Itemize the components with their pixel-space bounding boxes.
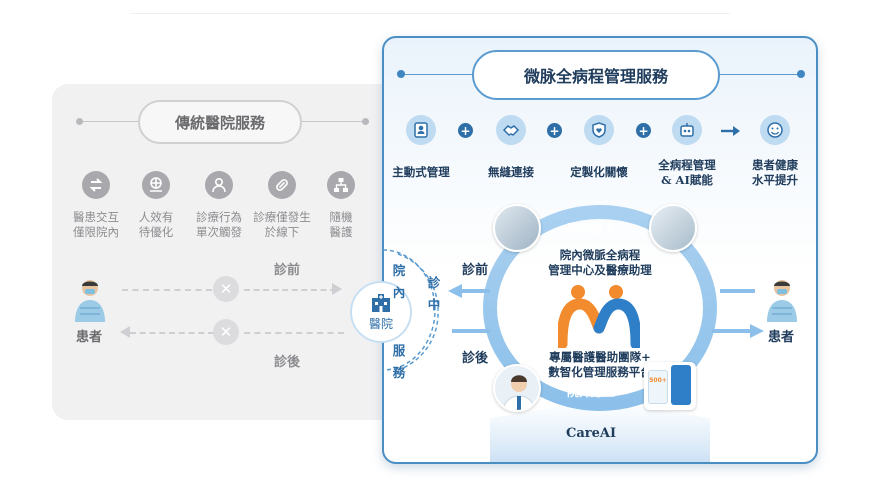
dash-after-right	[244, 332, 344, 334]
after-label-blue: 診後	[462, 351, 489, 366]
issue-text-1: 醫患交互 僅限院內	[73, 210, 119, 239]
center-top-text: 院內微脈全病程 管理中心及醫療助理	[548, 248, 652, 277]
handshake-icon	[496, 115, 526, 145]
smile-icon	[760, 115, 790, 145]
clinic-photo-left	[493, 204, 541, 252]
title-rule-right-blue	[720, 74, 800, 75]
title-rule-left	[80, 121, 138, 122]
step-text-4: 全病程管理 & AI賦能	[658, 158, 716, 187]
brand-name: CareAI	[566, 426, 617, 441]
vertical-char: 服	[392, 343, 406, 358]
arrows-exchange-icon	[82, 171, 110, 199]
patient-label-right: 患者	[768, 330, 795, 345]
clinic-photo-right	[649, 204, 697, 252]
title-rule-right	[302, 121, 364, 122]
vertical-label-in-visit: 診中	[427, 272, 441, 316]
person-icon	[205, 171, 233, 199]
heart-shield-icon	[584, 115, 614, 145]
before-label-grey: 診前	[274, 263, 301, 278]
micro-service-panel	[382, 36, 818, 464]
vertical-label-service: 服務	[392, 340, 406, 384]
step-text-3: 定製化關懷	[570, 165, 628, 179]
vertical-char: 務	[392, 365, 406, 380]
app-badge: 500+	[648, 370, 668, 404]
hospital-label: 醫院	[368, 316, 393, 331]
dash-before-right	[244, 289, 336, 291]
vertical-char: 內	[392, 285, 406, 300]
person-badge-icon	[406, 115, 436, 145]
pill-icon	[268, 171, 296, 199]
arrowhead-after	[120, 326, 130, 338]
issue-text-5: 隨機 醫護	[329, 210, 353, 239]
vertical-label-inpatient: 院內	[392, 260, 406, 304]
plus-icon-2: +	[547, 123, 562, 138]
patient-figure-left	[70, 278, 110, 326]
title-dot-right-blue	[797, 70, 805, 78]
plus-icon-3: +	[636, 123, 651, 138]
doctor-avatar	[493, 364, 541, 412]
blocked-x-icon-before: ✕	[213, 276, 239, 302]
bottom-ring-label: 院外線上	[567, 385, 616, 399]
title-rule-left-blue	[402, 74, 472, 75]
dash-after-left	[130, 332, 214, 334]
center-bottom-text: 專屬醫護醫助團隊+ 數智化管理服務平台	[548, 350, 652, 379]
blocked-x-icon-after: ✕	[213, 319, 239, 345]
top-ring-label: 院內線下	[567, 222, 616, 236]
arrowhead-before	[332, 283, 342, 295]
step-text-5: 患者健康 水平提升	[752, 158, 798, 187]
issue-text-3: 診療行為 單次觸發	[196, 210, 242, 239]
network-icon	[327, 171, 355, 199]
hospital-node: 醫院	[350, 281, 412, 343]
traditional-title: 傳統醫院服務	[138, 100, 302, 144]
issue-text-4: 診療僅發生 於線下	[253, 210, 311, 239]
faded-top-header	[130, 0, 730, 14]
step-text-1: 主動式管理	[392, 165, 450, 179]
title-dot-right	[362, 118, 369, 125]
title-dot-left	[76, 118, 83, 125]
after-label-grey: 診後	[274, 355, 301, 370]
hospital-icon	[372, 293, 390, 312]
issue-text-2: 人效有 待優化	[138, 210, 174, 239]
plus-icon-1: +	[458, 123, 473, 138]
brand-logo-icon	[556, 282, 642, 352]
phone-screen	[671, 365, 691, 405]
micro-service-title: 微脉全病程管理服務	[472, 50, 720, 100]
arrow-right-icon	[720, 123, 742, 142]
vertical-char: 中	[427, 297, 441, 312]
dash-before-left	[122, 289, 212, 291]
title-dot-left-blue	[397, 70, 405, 78]
patient-figure-right	[762, 278, 802, 326]
patient-label-left: 患者	[76, 330, 103, 345]
robot-icon	[672, 115, 702, 145]
before-label-blue: 診前	[462, 263, 489, 278]
globe-hand-icon	[142, 171, 170, 199]
vertical-char: 診	[427, 275, 441, 290]
vertical-char: 院	[392, 263, 406, 278]
app-screens: 500+	[644, 362, 696, 410]
step-text-2: 無縫連接	[488, 165, 534, 179]
